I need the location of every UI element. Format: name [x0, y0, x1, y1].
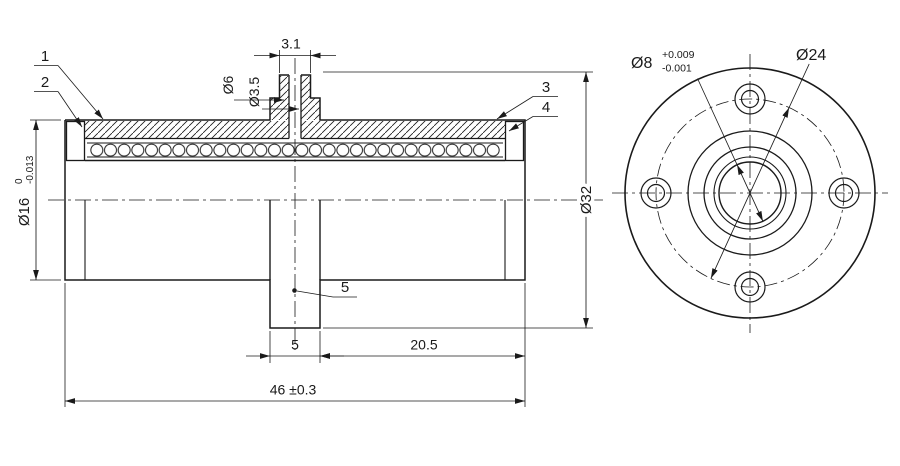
front-bore-dimension: Ø8 +0.009 -0.001	[631, 49, 764, 222]
dimension-sleeve-diameter: Ø16 0 -0.013	[14, 119, 61, 281]
flange-outer-circle	[624, 67, 876, 319]
front-view: Ø8 +0.009 -0.001 Ø24	[612, 47, 888, 333]
flange-hatch-right	[301, 98, 320, 120]
dim-bore-dia-text: Ø8	[631, 55, 652, 72]
balloon-5-number: 5	[341, 279, 349, 296]
dimension-overall-length: 46 ±0.3	[64, 283, 525, 407]
balloon-1-number: 1	[41, 48, 49, 65]
dim-sleeve-tol-lower: -0.013	[25, 155, 36, 184]
side-view: 3.1 Ø6 Ø3.5 Ø16 0 -0.013	[14, 36, 603, 407]
dim-groove-width-text: 3.1	[281, 36, 301, 52]
balloon-2: 2	[34, 74, 83, 128]
sleeve-wall-hatch-left	[85, 121, 289, 138]
balloon-3-number: 3	[542, 79, 550, 96]
dim-pilot-dia-text: Ø24	[796, 47, 826, 64]
balloon-1: 1	[34, 48, 104, 120]
balloon-2-number: 2	[41, 74, 49, 91]
balloon-4: 4	[508, 99, 558, 132]
dimension-counterbore: Ø6	[220, 75, 284, 103]
ball-row	[90, 143, 500, 157]
balloon-4-number: 4	[542, 99, 550, 116]
dim-flange-dia-text: Ø32	[578, 186, 595, 214]
dim-bore-tol-lower: -0.001	[662, 63, 692, 75]
front-pilot-dimension: Ø24	[710, 47, 826, 279]
sleeve-wall-hatch-right	[301, 121, 505, 138]
dim-sleeve-tol-upper: 0	[14, 178, 25, 184]
seal-right	[504, 120, 525, 162]
balloon-5-dot	[292, 288, 297, 293]
dimension-groove-width: 3.1	[254, 36, 336, 73]
dimension-right-length: 20.5	[320, 283, 526, 407]
boss-hatch-right	[301, 76, 311, 98]
bolt-circle	[655, 98, 845, 288]
dim-oil-hole-text: Ø3.5	[246, 77, 262, 108]
seal-left	[65, 120, 86, 162]
balloon-5: 5	[292, 279, 357, 298]
dim-bore-tol-upper: +0.009	[662, 49, 695, 61]
dim-flange-width-text: 5	[291, 337, 299, 353]
boss-hatch-left	[279, 76, 289, 98]
dim-right-length-text: 20.5	[410, 337, 437, 353]
balloon-3: 3	[496, 79, 558, 120]
bolt-hole-left	[640, 177, 672, 209]
dimension-oil-hole: Ø3.5	[246, 77, 299, 112]
dim-overall-length-text: 46 ±0.3	[270, 382, 317, 398]
dim-sleeve-dia-text: Ø16	[16, 198, 33, 226]
dimension-flange-width: 5	[246, 331, 344, 363]
bolt-hole-right	[828, 177, 860, 209]
dim-counterbore-text: Ø6	[220, 75, 236, 94]
dimension-flange-diameter: Ø32	[323, 71, 599, 329]
